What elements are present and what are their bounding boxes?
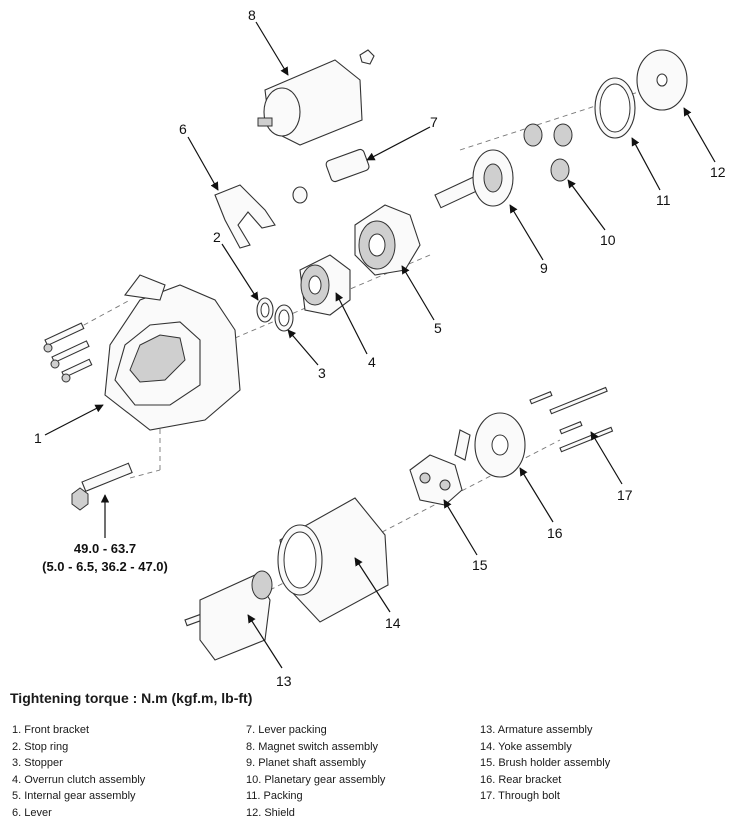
torque-value-units: (5.0 - 6.5, 36.2 - 47.0) [42, 559, 168, 574]
torque-bolt-illustration [71, 462, 133, 511]
legend-item: 9. Planet shaft assembly [246, 757, 366, 770]
callout-17: 17 [617, 487, 633, 503]
legend-item: 4. Overrun clutch assembly [12, 773, 146, 786]
callout-15: 15 [472, 557, 488, 573]
internal-gear-illustration [354, 204, 421, 276]
legend-item: 2. Stop ring [12, 740, 69, 753]
torque-value: 49.0 - 63.7 [74, 541, 136, 556]
legend-item: 12. Shield [246, 806, 295, 819]
callout-5: 5 [434, 320, 442, 336]
legend-item: 5. Internal gear assembly [12, 790, 136, 803]
legend-item: 8. Magnet switch assembly [246, 740, 379, 753]
through-bolts-illustration [529, 386, 614, 453]
legend-item: 17. Through bolt [480, 790, 560, 803]
callout-2: 2 [213, 229, 221, 245]
legend-item: 1. Front bracket [12, 724, 90, 736]
legend-item: 7. Lever packing [246, 724, 327, 736]
rear-bracket-illustration [454, 412, 526, 478]
yoke-illustration [277, 497, 389, 623]
planetary-gears-illustration [523, 123, 573, 182]
parts-legend-col1: 1. Front bracket 2. Stop ring 3. Stopper… [12, 722, 145, 822]
legend-item: 16. Rear bracket [480, 773, 562, 786]
callout-1: 1 [34, 430, 42, 446]
lever-illustration [214, 184, 276, 249]
parts-legend-col2: 7. Lever packing 8. Magnet switch assemb… [246, 722, 385, 822]
armature-illustration [184, 570, 273, 661]
magnet-switch-illustration [257, 49, 375, 146]
legend-item: 15. Brush holder assembly [480, 757, 611, 770]
shield-illustration [636, 49, 688, 111]
callout-6: 6 [179, 121, 187, 137]
callout-14: 14 [385, 615, 401, 631]
stop-ring-illustration [256, 297, 274, 323]
legend-item: 13. Armature assembly [480, 724, 593, 736]
legend-item: 10. Planetary gear assembly [246, 773, 386, 786]
callout-numbers: 1 2 3 4 5 6 7 8 9 10 11 12 13 14 15 16 1… [34, 7, 726, 689]
callout-10: 10 [600, 232, 616, 248]
starter-exploded-diagram: 1 2 3 4 5 6 7 8 9 10 11 12 13 14 15 16 1… [34, 7, 726, 689]
callout-3: 3 [318, 365, 326, 381]
legend-item: 3. Stopper [12, 757, 63, 770]
callout-8: 8 [248, 7, 256, 23]
callout-11: 11 [656, 192, 671, 208]
brush-holder-illustration [409, 454, 463, 506]
callout-9: 9 [540, 260, 548, 276]
legend-item: 6. Lever [12, 806, 52, 819]
front-bracket-illustration [104, 274, 241, 431]
packing-illustration [594, 77, 636, 139]
callout-4: 4 [368, 354, 376, 370]
legend-item: 11. Packing [246, 790, 303, 803]
callout-16: 16 [547, 525, 563, 541]
planet-shaft-illustration [434, 149, 514, 209]
parts-legend-col3: 13. Armature assembly 14. Yoke assembly … [480, 722, 610, 805]
callout-13: 13 [276, 673, 292, 689]
bracket-bolts-illustration [43, 322, 93, 383]
legend-item: 14. Yoke assembly [480, 740, 572, 753]
callout-7: 7 [430, 114, 438, 130]
callout-12: 12 [710, 164, 726, 180]
torque-units-heading: Tightening torque : N.m (kgf.m, lb-ft) [10, 690, 253, 706]
stopper-illustration [274, 304, 294, 332]
lever-packing-illustration [292, 148, 370, 204]
callout-leaders [44, 21, 716, 669]
